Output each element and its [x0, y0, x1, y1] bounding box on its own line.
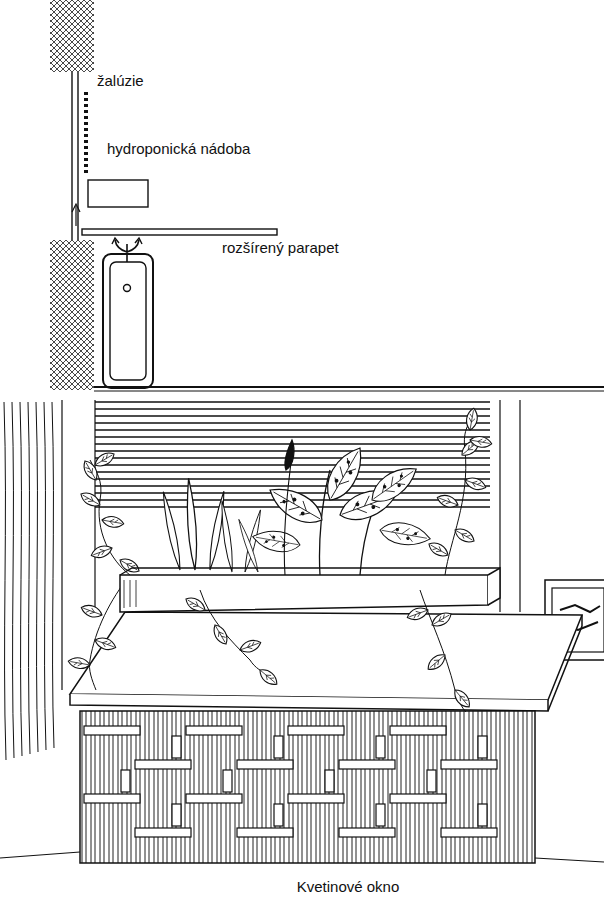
part-label: hydroponická nádoba: [105, 140, 252, 158]
part-label: rozšírený parapet: [220, 239, 341, 257]
section-drawing: [50, 0, 604, 391]
caption: Kvetinové okno: [295, 878, 402, 896]
part-label: žalúzie: [95, 72, 146, 90]
room-illustration: [0, 400, 604, 863]
plants: [67, 407, 492, 690]
